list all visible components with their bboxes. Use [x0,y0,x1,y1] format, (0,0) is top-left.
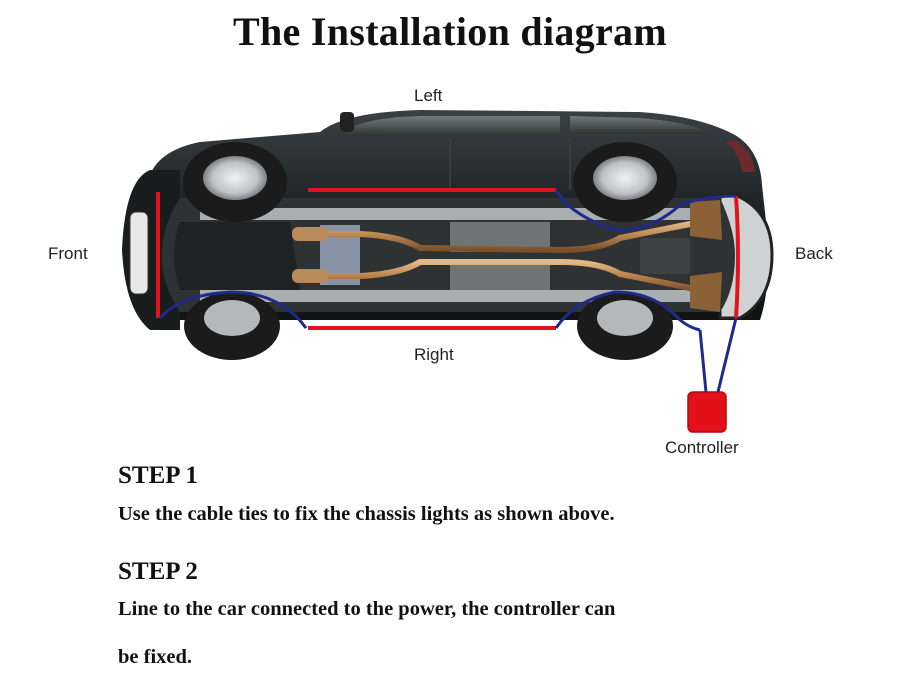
window-front [345,116,560,136]
label-back: Back [795,244,833,263]
label-left: Left [414,86,443,105]
license-plate [129,211,149,295]
car-underside-illustration [122,110,774,433]
engine-shield [174,222,300,290]
chassis [161,198,735,312]
step-2-text-continued: be fixed. [118,646,193,668]
step-2-text: Line to the car connected to the power, … [118,598,616,620]
rear-bumper [718,193,774,320]
label-right: Right [414,345,454,364]
spare-box [640,238,690,274]
muffler-rear-bottom [690,272,722,312]
wire-left-rear [554,189,737,232]
light-strip-back [734,195,740,319]
muffler-rear-top [690,200,722,240]
wiring [158,189,738,393]
mirror [340,112,354,132]
wheel-front-left [183,142,287,222]
tail-light [725,140,755,172]
chassis-light-strips [156,188,740,330]
page-title: The Installation diagram [233,9,667,54]
wire-right-rear [554,290,701,332]
wire-controller-1 [698,329,708,393]
wire-controller-2 [716,317,738,393]
controller-box [687,391,727,433]
exhaust-system [292,200,722,312]
wire-front-right [158,290,308,329]
muffler-front-bottom [292,269,328,283]
muffler-front-top [292,227,328,241]
wheel-rear-right [577,292,673,360]
step-1-heading: STEP 1 [118,462,198,489]
label-controller: Controller [665,438,739,457]
label-front: Front [48,244,88,263]
window-rear [570,116,712,134]
wheel-front-right [184,292,280,360]
wheel-rear-left [573,142,677,222]
step-1-text: Use the cable ties to fix the chassis li… [118,503,615,525]
step-2-heading: STEP 2 [118,558,198,585]
